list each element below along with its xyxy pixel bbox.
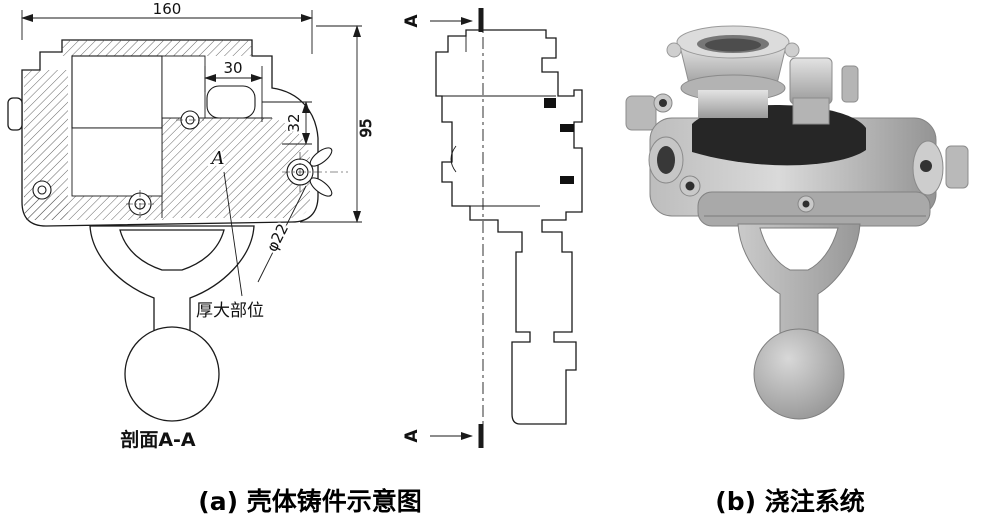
dim-32-label: 32	[285, 113, 303, 132]
window-pocket	[71, 55, 163, 129]
left-cylinder-bore	[657, 146, 675, 174]
render-3d	[625, 25, 969, 420]
thick-area-label: 厚大部位	[196, 301, 264, 321]
dim-95: 95	[300, 25, 375, 223]
riser-pin	[841, 65, 859, 103]
dim-30: 30	[204, 57, 263, 122]
bottom-rail	[697, 191, 931, 227]
section-view-a: 160 30 32 95 φ22 A	[7, 0, 375, 451]
dim-30-label: 30	[223, 59, 242, 77]
dim-160-label: 160	[153, 0, 182, 18]
flange-ear-left	[666, 42, 682, 58]
side-profile-outline	[435, 29, 583, 425]
dim-95-label: 95	[357, 118, 375, 137]
section-view-caption: 剖面A-A	[120, 428, 196, 451]
riser-block	[789, 57, 833, 105]
ball-end	[124, 326, 220, 422]
flange-ear-right	[784, 42, 800, 58]
right-cylinder-bore	[920, 160, 932, 172]
dim-160: 160	[21, 0, 313, 54]
right-tab	[945, 145, 969, 189]
upper-right-pocket	[161, 55, 206, 119]
caption-a: (a) 壳体铸件示意图	[198, 487, 422, 516]
caption-b: (b) 浇注系统	[715, 487, 865, 516]
section-mark-bottom: A	[402, 424, 484, 448]
zone-letter: A	[210, 148, 225, 169]
step-feature	[206, 85, 256, 119]
inner-pocket	[71, 127, 163, 197]
section-letter-top: A	[402, 14, 422, 28]
bolt-bosses	[32, 110, 204, 218]
pour-flange	[666, 25, 830, 125]
dim-dia22-label: φ22	[263, 221, 292, 255]
section-letter-bottom: A	[402, 429, 422, 443]
wing-nut-boss	[282, 147, 348, 197]
wishbone-arm-3d	[737, 223, 861, 337]
section-mark-top: A	[402, 8, 484, 32]
thick-area-leader	[223, 171, 243, 297]
side-profile-details	[442, 36, 574, 207]
ball-end-3d	[753, 328, 845, 420]
riser-base	[792, 97, 830, 125]
left-lug	[7, 97, 23, 131]
left-tab	[625, 95, 657, 131]
dim-32: 32	[262, 101, 312, 145]
side-view: A A	[402, 8, 583, 450]
